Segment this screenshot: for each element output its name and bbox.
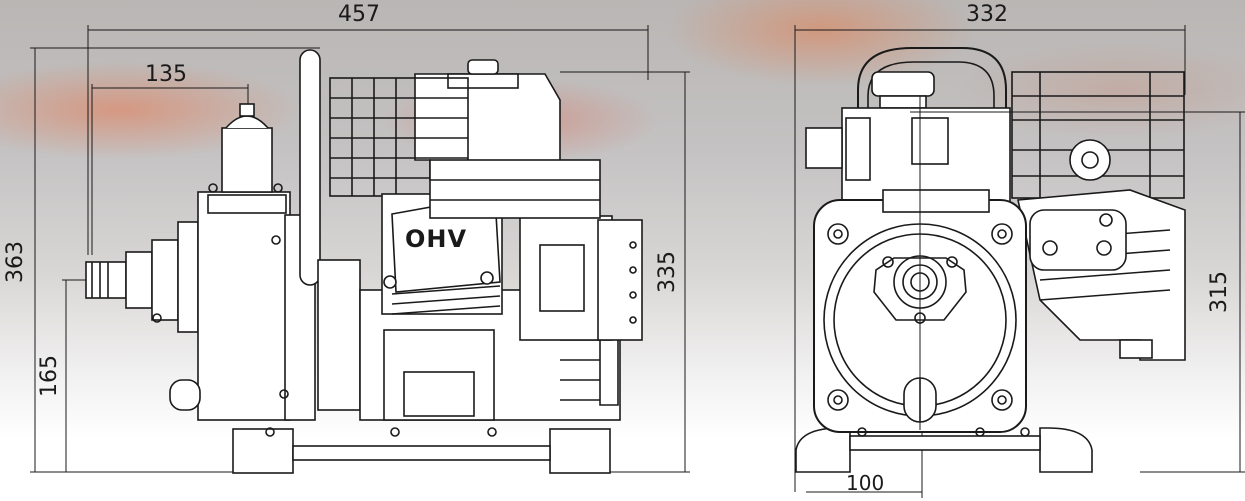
front-fuel-tank bbox=[805, 107, 1011, 205]
dimension-base-offset: 100 bbox=[846, 471, 885, 495]
side-muffler bbox=[429, 159, 601, 219]
dim-line-165 bbox=[62, 279, 90, 472]
front-roll-cage bbox=[1011, 71, 1185, 199]
side-fuel-tank bbox=[414, 59, 561, 181]
dim-line-363 bbox=[30, 47, 320, 473]
dimension-overall-width: 332 bbox=[966, 2, 1008, 27]
dimension-pump-height: 315 bbox=[1207, 271, 1232, 313]
dim-line-332 bbox=[794, 25, 1186, 492]
front-view bbox=[794, 25, 1245, 498]
front-base-frame bbox=[795, 427, 1093, 473]
front-engine-side bbox=[1017, 189, 1186, 361]
dimension-overall-height: 363 bbox=[3, 241, 28, 283]
side-recoil-starter bbox=[519, 215, 643, 341]
side-view bbox=[30, 25, 690, 474]
front-carry-handle bbox=[857, 47, 1007, 200]
side-carry-handle bbox=[299, 49, 321, 286]
dimension-overall-length: 457 bbox=[338, 2, 380, 27]
side-cylinder-head bbox=[381, 188, 503, 315]
side-outlet-nozzle bbox=[85, 221, 199, 333]
dimension-engine-height: 335 bbox=[655, 251, 680, 293]
dimension-outlet-height: 165 bbox=[37, 355, 62, 397]
side-roll-cage bbox=[329, 77, 469, 197]
valve-cover-marking: OHV bbox=[405, 225, 468, 253]
dimension-outlet-offset: 135 bbox=[145, 62, 187, 87]
dim-line-457 bbox=[87, 25, 649, 255]
front-fuel-cap bbox=[871, 71, 935, 109]
side-base-frame bbox=[232, 428, 611, 474]
